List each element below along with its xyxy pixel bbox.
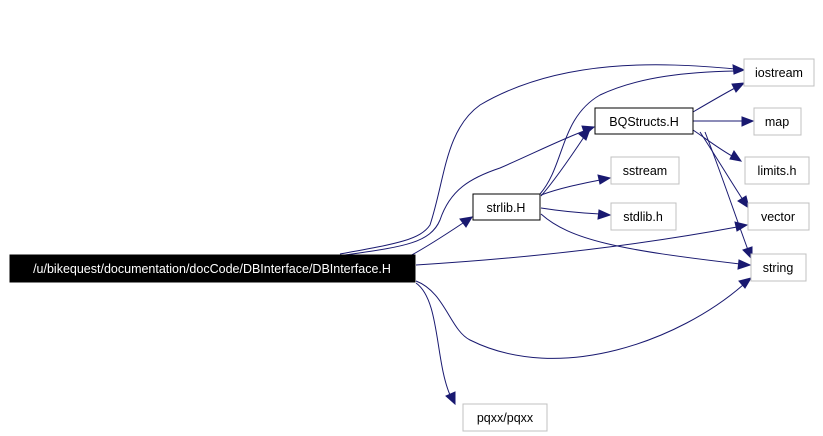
edge-root-strlib <box>407 222 464 258</box>
edge-root-bqstructs <box>344 130 585 256</box>
node-vector-label: vector <box>761 210 795 224</box>
edge-root-string <box>415 280 744 359</box>
arrowhead-strlib-sstream <box>597 174 612 185</box>
arrowhead-strlib-stdlib <box>597 209 612 220</box>
node-strlib-box <box>472 193 541 221</box>
node-strlib-label: strlib.H <box>487 201 526 215</box>
node-limits-box <box>744 156 810 185</box>
node-string-label: string <box>763 261 794 275</box>
arrowhead-root-strlib <box>459 216 473 228</box>
node-strlib[interactable]: strlib.H <box>472 193 541 221</box>
arrowhead-bqstructs-string <box>742 246 753 261</box>
edge-bqstructs-vector <box>699 131 744 201</box>
node-iostream[interactable]: iostream <box>743 58 815 87</box>
edge-root-pqxx <box>415 282 451 396</box>
node-limits-label: limits.h <box>758 164 797 178</box>
node-root[interactable]: /u/bikequest/documentation/docCode/DBInt… <box>9 254 416 283</box>
node-bqstructs-box <box>594 107 694 135</box>
arrowhead-bqstructs-iostream <box>731 82 746 93</box>
arrowhead-bqstructs-limits <box>729 150 743 162</box>
edge-root-vector <box>415 226 738 266</box>
edge-root-iostream <box>339 64 736 255</box>
node-string-box <box>750 253 807 282</box>
node-sstream-label: sstream <box>623 164 667 178</box>
node-string[interactable]: string <box>750 253 807 282</box>
edges <box>339 64 755 406</box>
node-stdlib[interactable]: stdlib.h <box>610 202 677 231</box>
arrowhead-strlib-string <box>737 259 752 270</box>
edge-strlib-bqstructs <box>540 136 585 197</box>
node-vector[interactable]: vector <box>747 202 810 231</box>
node-stdlib-box <box>610 202 677 231</box>
node-root-label: /u/bikequest/documentation/docCode/DBInt… <box>33 262 391 276</box>
arrowhead-root-pqxx <box>445 391 456 406</box>
arrowhead-root-iostream <box>732 64 746 75</box>
node-map[interactable]: map <box>753 107 802 136</box>
edge-strlib-iostream <box>539 70 736 195</box>
edge-strlib-string <box>540 213 741 265</box>
node-stdlib-label: stdlib.h <box>623 210 663 224</box>
node-iostream-box <box>743 58 815 87</box>
node-limits[interactable]: limits.h <box>744 156 810 185</box>
arrowhead-root-string <box>738 277 753 289</box>
edge-bqstructs-limits <box>692 129 733 157</box>
node-map-label: map <box>765 115 789 129</box>
node-sstream[interactable]: sstream <box>610 156 680 185</box>
arrowhead-bqstructs-vector <box>737 195 750 210</box>
arrowhead-root-vector <box>734 221 749 232</box>
node-iostream-label: iostream <box>755 66 803 80</box>
edge-strlib-sstream <box>540 179 601 196</box>
edge-bqstructs-iostream <box>692 87 736 113</box>
edge-strlib-stdlib <box>540 207 601 215</box>
node-map-box <box>753 107 802 136</box>
node-bqstructs[interactable]: BQStructs.H <box>594 107 694 135</box>
node-pqxx-label: pqxx/pqxx <box>477 411 534 425</box>
node-pqxx[interactable]: pqxx/pqxx <box>462 403 548 432</box>
node-vector-box <box>747 202 810 231</box>
edge-bqstructs-string <box>704 131 749 251</box>
node-root-box <box>9 254 416 283</box>
node-sstream-box <box>610 156 680 185</box>
node-pqxx-box <box>462 403 548 432</box>
arrowhead-strlib-bqstructs <box>578 128 591 141</box>
arrowhead-bqstructs-map <box>741 116 755 127</box>
node-bqstructs-label: BQStructs.H <box>609 115 678 129</box>
